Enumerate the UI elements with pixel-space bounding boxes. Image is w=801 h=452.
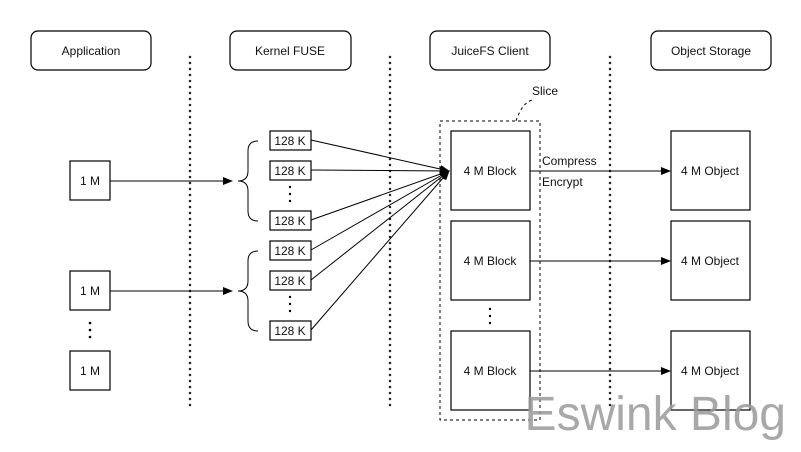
watermark: Eswink Blog bbox=[525, 388, 786, 441]
header-application: Application bbox=[30, 30, 152, 71]
fuse-chunk-4-label: 128 K bbox=[274, 244, 305, 258]
arrow-chunk2-to-block bbox=[310, 166, 450, 175]
object-2-label: 4 M Object bbox=[681, 254, 740, 268]
fuse-chunk-3-label: 128 K bbox=[274, 214, 305, 228]
block-2: 4 M Block bbox=[450, 220, 531, 301]
object-3-label: 4 M Object bbox=[681, 364, 740, 378]
header-object-storage: Object Storage bbox=[650, 30, 772, 71]
arrow-chunk3-to-block bbox=[310, 170, 450, 221]
fuse-chunk-ellipsis-bottom bbox=[288, 295, 292, 313]
fuse-chunk-2: 128 K bbox=[269, 160, 312, 181]
encrypt-label: Encrypt bbox=[542, 175, 583, 189]
fuse-chunk-5-label: 128 K bbox=[274, 274, 305, 288]
fuse-chunk-4: 128 K bbox=[269, 240, 312, 261]
object-3: 4 M Object bbox=[670, 330, 751, 411]
slice-container bbox=[439, 120, 541, 421]
app-file-3-label: 1 M bbox=[80, 364, 100, 378]
header-kernel-fuse: Kernel FUSE bbox=[229, 30, 352, 71]
slice-callout-line bbox=[515, 99, 533, 122]
brace-top bbox=[237, 140, 259, 222]
arrow-chunk1-to-block bbox=[310, 139, 450, 173]
arrow-chunk4-to-block bbox=[310, 170, 450, 251]
header-juicefs-client: JuiceFS Client bbox=[429, 30, 551, 71]
brace-bottom bbox=[237, 250, 259, 332]
fuse-chunk-6: 128 K bbox=[269, 320, 312, 341]
block-ellipsis bbox=[488, 307, 492, 325]
app-file-2: 1 M bbox=[69, 270, 111, 311]
object-1-label: 4 M Object bbox=[681, 164, 740, 178]
header-application-label: Application bbox=[62, 44, 121, 58]
app-file-3: 1 M bbox=[69, 350, 111, 391]
object-2: 4 M Object bbox=[670, 220, 751, 301]
app-file-1: 1 M bbox=[69, 160, 111, 201]
fuse-chunk-ellipsis-top bbox=[288, 185, 292, 203]
block-1-label: 4 M Block bbox=[464, 164, 518, 178]
header-kernel-fuse-label: Kernel FUSE bbox=[255, 44, 325, 58]
app-file-ellipsis bbox=[88, 321, 92, 339]
app-file-2-label: 1 M bbox=[80, 284, 100, 298]
fuse-chunk-6-label: 128 K bbox=[274, 324, 305, 338]
block-2-label: 4 M Block bbox=[464, 254, 518, 268]
arrow-chunk6-to-block bbox=[310, 170, 450, 331]
fuse-chunk-3: 128 K bbox=[269, 210, 312, 231]
header-juicefs-client-label: JuiceFS Client bbox=[451, 44, 529, 58]
fuse-chunk-1: 128 K bbox=[269, 130, 312, 151]
app-file-1-label: 1 M bbox=[80, 174, 100, 188]
fuse-chunk-1-label: 128 K bbox=[274, 134, 305, 148]
fuse-chunk-5: 128 K bbox=[269, 270, 312, 291]
fuse-chunk-2-label: 128 K bbox=[274, 164, 305, 178]
block-3: 4 M Block bbox=[450, 330, 531, 411]
object-1: 4 M Object bbox=[670, 130, 751, 211]
block-3-label: 4 M Block bbox=[464, 364, 518, 378]
block-1: 4 M Block bbox=[450, 130, 531, 211]
arrow-chunk5-to-block bbox=[310, 170, 450, 281]
compress-label: Compress bbox=[542, 154, 597, 168]
header-object-storage-label: Object Storage bbox=[671, 44, 751, 58]
slice-label: Slice bbox=[532, 84, 558, 98]
